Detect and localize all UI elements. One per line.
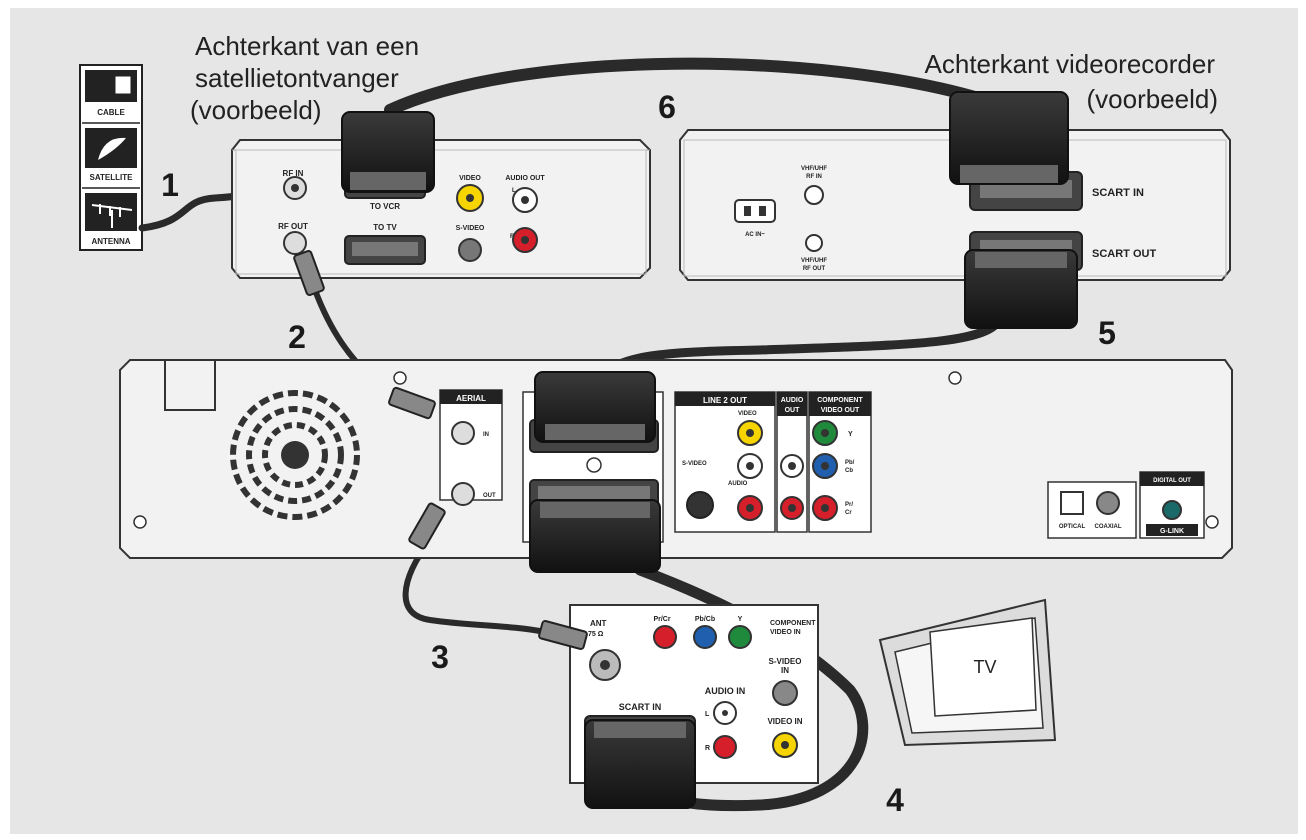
sat-rf-out-label: RF OUT [278,222,308,231]
digital-out-label: DIGITAL OUT [1153,478,1191,484]
line2-s-video-label: S-VIDEO [682,461,707,467]
tv-label: TV [973,657,996,677]
coax-plug-aerial-in [388,386,436,420]
satellite-caption-line3: (voorbeeld) [190,95,322,125]
aerial-label: AERIAL [456,394,486,403]
step-number-2: 2 [288,319,306,355]
sat-audio-out-label: AUDIO OUT [505,175,545,182]
vcr-scart-in-label: SCART IN [1092,187,1144,199]
step-number-5: 5 [1098,315,1116,351]
line2-out-label: LINE 2 OUT [703,396,747,405]
sat-video-label: VIDEO [459,175,481,182]
sat-s-video-label: S-VIDEO [456,225,485,232]
tv-pr-cr-label: Pr/Cr [653,616,670,623]
coaxial-label: COAXIAL [1095,524,1122,530]
tv-video-in-label2: VIDEO IN [767,717,802,726]
audio-out-label1: AUDIO [781,397,804,404]
step-number-3: 3 [431,639,449,675]
sat-rf-out-port [283,231,307,255]
fan-grille [230,390,360,520]
tv-audio-r-port [713,735,737,759]
tv-monitor: TV [878,598,1057,747]
vcr-rf-out-label1: VHF/UHF [801,258,827,264]
satellite-label: SATELLITE [90,173,134,182]
dvd-recorder: AERIAL IN OUT LINE 2 OUT VIDEO S-VIDEO A… [119,359,1233,559]
coax-plug-sat-out [293,250,325,296]
component-label1: COMPONENT [817,397,863,404]
tv-scart-in-label: SCART IN [619,702,662,712]
vcr-rf-in-label1: VHF/UHF [801,166,827,172]
cable-plugs [293,91,1078,809]
vcr-caption-line2: (voorbeeld) [1086,84,1218,114]
component-cr-label: Cr [845,510,852,516]
sat-rf-in-label: RF IN [283,169,304,178]
tv-ant-ohm-label: 75 Ω [588,631,604,638]
vcr-rf-out-label2: RF OUT [803,266,826,272]
tv-s-video-port [772,680,798,706]
optical-label: OPTICAL [1059,524,1086,530]
sat-s-video-port [458,238,482,262]
sat-to-vcr-label: TO VCR [370,202,400,211]
audio-out-label2: OUT [785,407,801,414]
step-numbers: 1 2 3 4 5 6 [161,89,1116,818]
tv-audio-r-label: R [705,745,710,752]
line2-audio-label: AUDIO [728,481,748,487]
tv-y-label: Y [738,616,743,623]
tv-pb-cb-label: Pb/Cb [695,616,715,623]
aerial-in-label: IN [483,432,489,438]
tv-audio-l-label: L [705,711,710,718]
tv-audio-in-label: AUDIO IN [705,686,746,696]
vcr-ac-label: AC IN~ [745,232,765,238]
satellite-caption-line2: satellietontvanger [195,63,399,93]
cable-3 [402,537,548,635]
sat-to-tv-label: TO TV [373,223,397,232]
aerial-out-port [451,482,475,506]
line2-s-video-port [686,491,714,519]
component-y-label: Y [848,431,853,438]
vcr-caption-line1: Achterkant videorecorder [925,49,1216,79]
tv-component-label: COMPONENT [770,620,816,627]
satellite-caption-line1: Achterkant van een [195,31,419,61]
aerial-in-port [451,421,475,445]
coax-plug-aerial-out [408,502,446,550]
scart-plug-vcr-out [964,249,1078,329]
optical-port [1060,491,1084,515]
tv-s-video-label2: IN [781,666,789,675]
tv-s-video-label1: S-VIDEO [769,657,802,666]
component-label2: VIDEO OUT [821,407,860,414]
step-number-1: 1 [161,167,179,203]
scart-plug-vcr-in [949,91,1069,185]
component-pr-label: Pr/ [845,502,853,508]
step-number-6: 6 [658,89,676,125]
g-link-port [1162,500,1182,520]
vcr-rf-in-port [804,185,824,205]
aerial-section [439,389,503,501]
component-pb-label: Pb/ [845,460,855,466]
vcr-rf-in-label2: RF IN [806,174,822,180]
step-number-4: 4 [886,782,904,818]
line2-video-label: VIDEO [738,411,757,417]
scart-plug-tv-in [584,719,696,809]
vcr-ac-socket [734,199,776,223]
tv-y-port [728,625,752,649]
tv-pr-port [653,625,677,649]
tv-ant-label: ANT [590,619,607,628]
tv-pb-port [693,625,717,649]
cable-6 [384,57,991,116]
coaxial-port [1096,491,1120,515]
antenna-label: ANTENNA [91,237,130,246]
vcr-rf-out-port [805,234,823,252]
g-link-label: G-LINK [1160,528,1184,535]
coax-plug-tv-ant [538,620,588,650]
source-icons: CABLE SATELLITE ANTENNA [79,64,143,251]
tv-video-in-label: VIDEO IN [770,629,801,636]
sat-audio-l-label: L [512,188,516,194]
cable-label: CABLE [97,108,125,117]
vcr-scart-out-label: SCART OUT [1092,248,1156,260]
component-cb-label: Cb [845,468,853,474]
aerial-out-label: OUT [483,493,496,499]
